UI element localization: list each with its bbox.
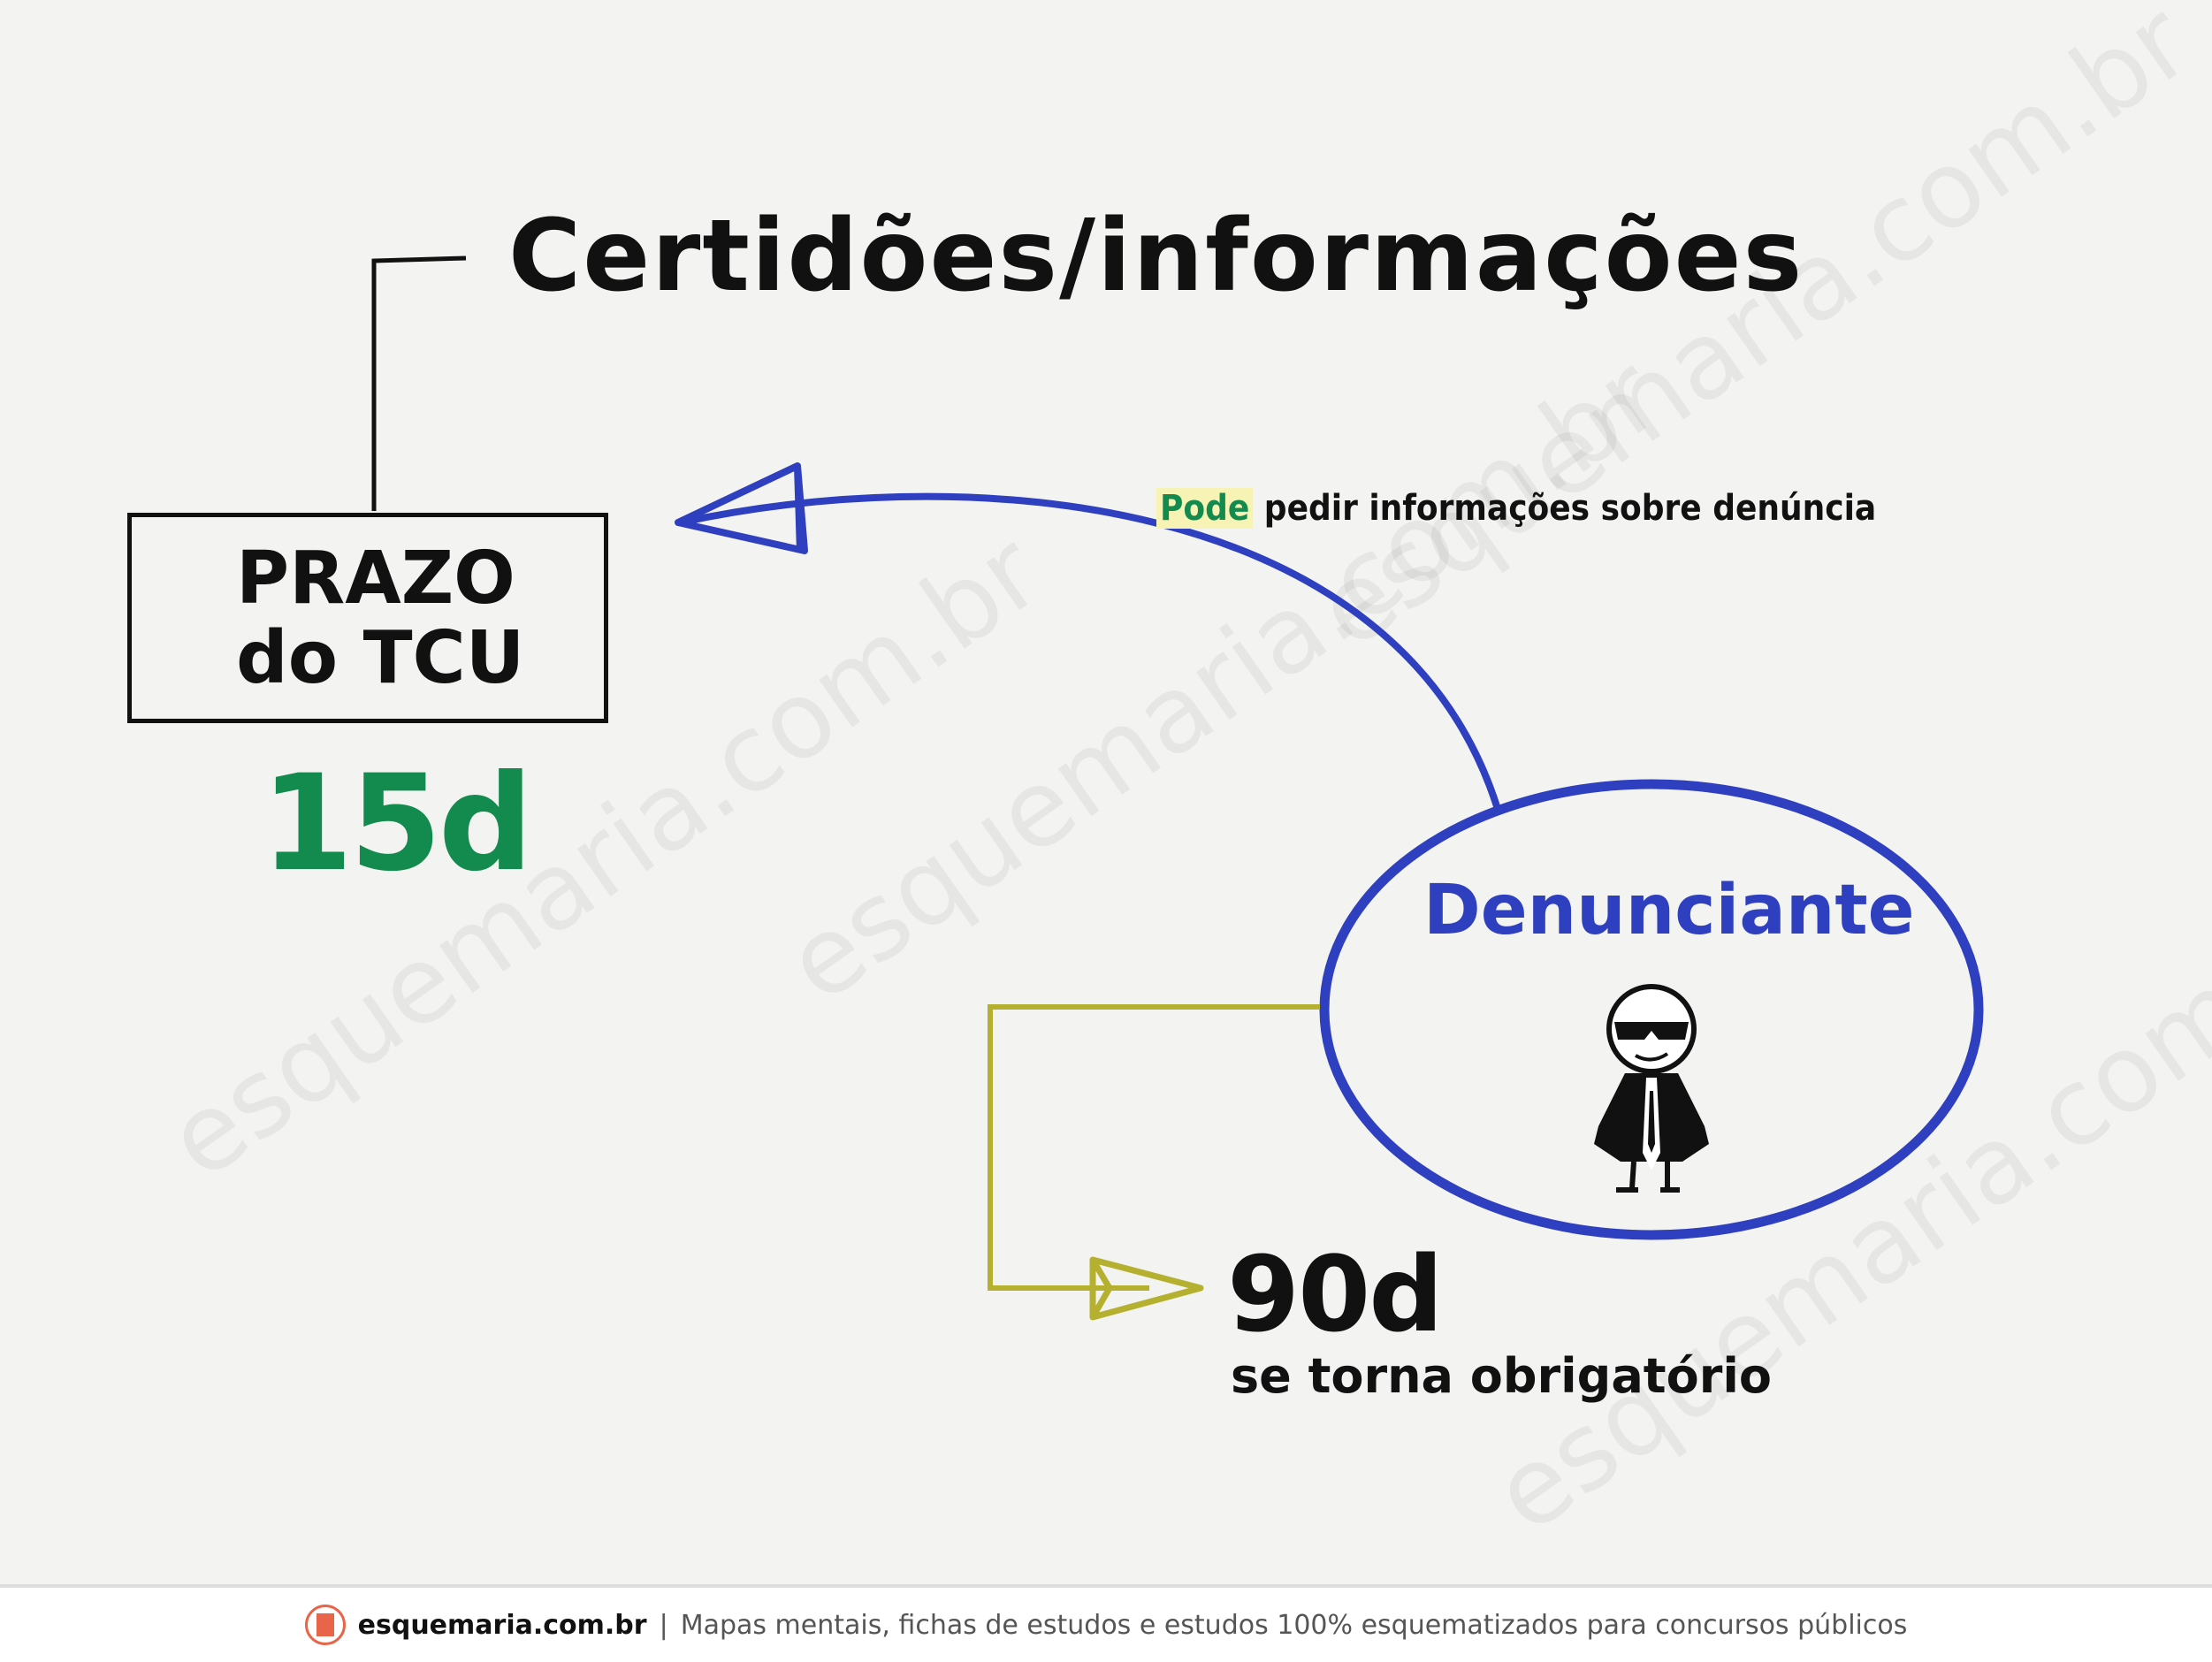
logo-icon bbox=[304, 1605, 346, 1645]
person-with-sunglasses-icon bbox=[1594, 984, 1709, 1193]
title: Certidões/informações bbox=[508, 199, 1804, 314]
arrow-label-highlight: Pode bbox=[1156, 488, 1254, 529]
obligatory-arrowhead bbox=[1089, 1256, 1204, 1321]
box-line-2: do TCU bbox=[236, 616, 525, 700]
title-bracket-line bbox=[371, 255, 467, 511]
footer-separator: | bbox=[659, 1609, 668, 1641]
tcu-deadline-box: PRAZO do TCU bbox=[127, 513, 608, 723]
denunciante-ellipse bbox=[1319, 779, 1984, 1240]
obligatory-deadline-value: 90d bbox=[1227, 1233, 1444, 1355]
obligatory-text: se torna obrigatório bbox=[1231, 1348, 1772, 1404]
ask-info-arrowhead bbox=[675, 462, 808, 554]
tcu-deadline-value: 15d bbox=[261, 747, 533, 901]
footer-tagline: Mapas mentais, fichas de estudos e estud… bbox=[680, 1609, 1908, 1641]
footer: esquemaria.com.br | Mapas mentais, ficha… bbox=[0, 1584, 2212, 1662]
arrow-label: Pode pedir informações sobre denúncia bbox=[1156, 488, 1876, 529]
arrow-label-text: pedir informações sobre denúncia bbox=[1253, 488, 1877, 529]
obligatory-arrow bbox=[988, 1004, 1320, 1291]
denunciante-label: Denunciante bbox=[1423, 871, 1915, 950]
footer-site-link[interactable]: esquemaria.com.br bbox=[357, 1609, 647, 1641]
box-line-1: PRAZO bbox=[236, 537, 515, 621]
